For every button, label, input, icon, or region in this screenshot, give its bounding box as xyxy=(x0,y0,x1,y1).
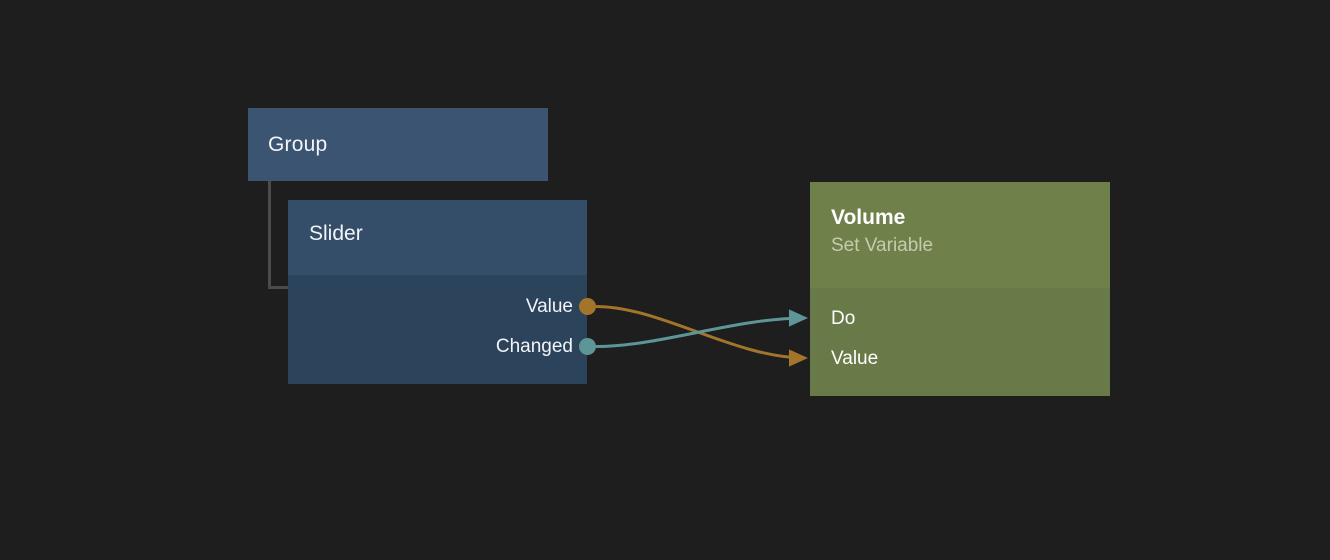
output-port-changed[interactable]: Changed xyxy=(496,336,573,358)
node-volume[interactable]: Volume Set Variable Do Value xyxy=(810,182,1110,396)
output-port-value-label: Value xyxy=(525,296,573,317)
output-port-changed-label: Changed xyxy=(495,336,573,357)
input-port-do-label: Do xyxy=(831,308,856,329)
node-volume-body: Do Value xyxy=(810,288,1110,396)
node-slider-header[interactable]: Slider xyxy=(288,200,587,275)
output-port-value-dot[interactable] xyxy=(579,298,596,315)
group-child-connector xyxy=(268,181,288,289)
node-volume-title: Volume xyxy=(831,206,906,229)
input-port-do[interactable]: Do xyxy=(831,308,855,330)
input-port-value-label: Value xyxy=(831,348,879,369)
output-port-changed-dot[interactable] xyxy=(579,338,596,355)
wire-changed-to-do xyxy=(595,309,808,348)
node-slider-title: Slider xyxy=(309,222,363,245)
node-slider[interactable]: Slider Value Changed xyxy=(288,200,587,384)
node-volume-subtitle: Set Variable xyxy=(831,235,934,256)
group-node[interactable]: Group xyxy=(248,108,548,181)
node-slider-body: Value Changed xyxy=(288,275,587,384)
group-title: Group xyxy=(268,132,328,156)
node-volume-header[interactable]: Volume Set Variable xyxy=(810,182,1110,288)
wire-value-to-value xyxy=(595,305,808,367)
input-port-value[interactable]: Value xyxy=(831,348,878,370)
output-port-value[interactable]: Value xyxy=(526,296,573,318)
